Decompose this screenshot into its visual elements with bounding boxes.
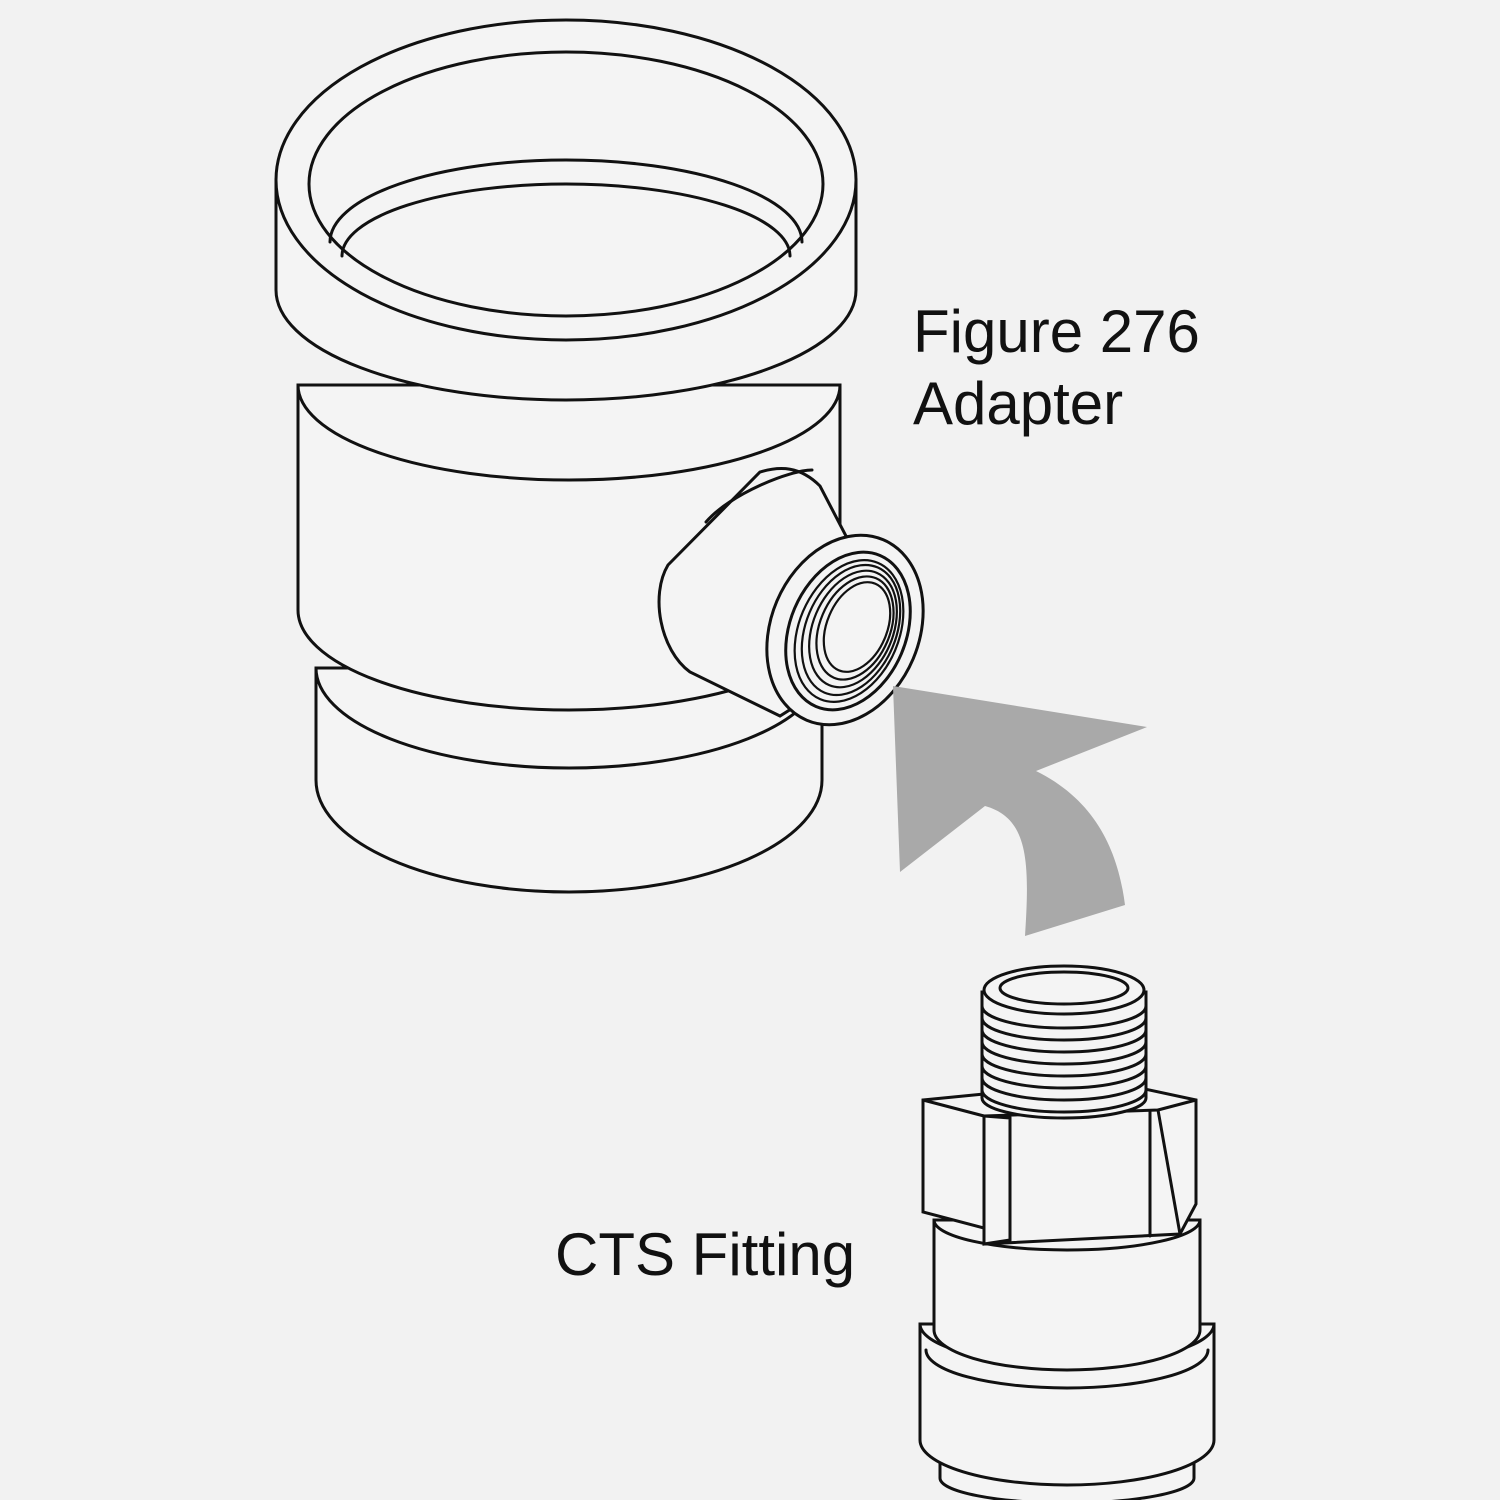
cts-fitting-label: CTS Fitting	[555, 1221, 856, 1288]
adapter-drawing	[274, 18, 925, 894]
adapter-label-line1: Figure 276	[913, 298, 1200, 365]
arrow-icon	[893, 686, 1147, 936]
cts-fitting-drawing	[918, 964, 1216, 1500]
adapter-label-line2: Adapter	[913, 370, 1124, 437]
adapter-label: Figure 276 Adapter	[913, 296, 1200, 440]
